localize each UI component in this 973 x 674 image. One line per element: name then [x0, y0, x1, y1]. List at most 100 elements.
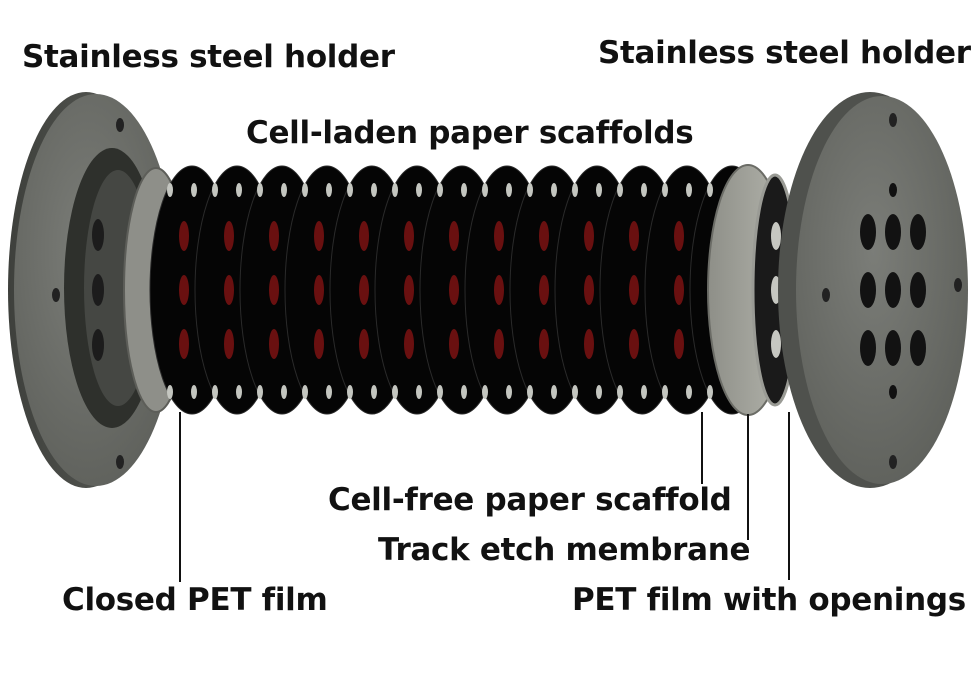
- scaffold-edge-hole: [641, 385, 647, 399]
- scaffold-stack: [149, 165, 775, 415]
- scaffold-edge-hole: [437, 385, 443, 399]
- right-port-hole: [860, 272, 876, 308]
- scaffold-edge-hole: [326, 183, 332, 197]
- cell-spot: [629, 329, 639, 359]
- scaffold-edge-hole: [416, 183, 422, 197]
- label-pet-openings: PET film with openings: [572, 582, 966, 618]
- cell-spot: [359, 221, 369, 251]
- cell-spot: [314, 221, 324, 251]
- scaffold-edge-hole: [326, 385, 332, 399]
- scaffold-edge-hole: [482, 385, 488, 399]
- scaffold-edge-hole: [281, 385, 287, 399]
- cell-spot: [404, 221, 414, 251]
- right-small-hole: [889, 385, 897, 399]
- right-small-hole: [889, 183, 897, 197]
- cell-spot: [584, 275, 594, 305]
- cell-spot: [539, 275, 549, 305]
- scaffold-edge-hole: [551, 385, 557, 399]
- scaffold-edge-hole: [191, 183, 197, 197]
- right-port-hole: [910, 272, 926, 308]
- cell-spot: [359, 329, 369, 359]
- right-bolt-hole: [889, 113, 897, 127]
- right-port-hole: [860, 330, 876, 366]
- left-port-hole: [92, 219, 104, 251]
- scaffold-edge-hole: [686, 183, 692, 197]
- right-port-hole: [885, 330, 901, 366]
- scaffold-edge-hole: [416, 385, 422, 399]
- pet-film-opening: [771, 222, 781, 250]
- cell-spot: [179, 329, 189, 359]
- scaffold-edge-hole: [707, 183, 713, 197]
- scaffold-edge-hole: [236, 183, 242, 197]
- scaffold-edge-hole: [347, 183, 353, 197]
- cell-spot: [539, 329, 549, 359]
- cell-spot: [404, 275, 414, 305]
- right-bolt-hole: [954, 278, 962, 292]
- cell-spot: [179, 221, 189, 251]
- scaffold-edge-hole: [212, 183, 218, 197]
- left-bolt-hole: [52, 288, 60, 302]
- cell-spot: [449, 275, 459, 305]
- cell-spot: [269, 275, 279, 305]
- cell-spot: [269, 221, 279, 251]
- scaffold-edge-hole: [596, 385, 602, 399]
- right-port-hole: [885, 214, 901, 250]
- cell-spot: [629, 221, 639, 251]
- label-cell-laden: Cell-laden paper scaffolds: [246, 115, 694, 151]
- scaffold-edge-hole: [302, 385, 308, 399]
- cell-spot: [224, 329, 234, 359]
- cell-spot: [494, 221, 504, 251]
- scaffold-edge-hole: [572, 183, 578, 197]
- scaffold-edge-hole: [617, 183, 623, 197]
- label-track-etch: Track etch membrane: [378, 532, 751, 568]
- left-port-hole: [92, 329, 104, 361]
- pet-film-opening: [771, 330, 781, 358]
- cell-spot: [494, 329, 504, 359]
- scaffold-edge-hole: [617, 385, 623, 399]
- scaffold-edge-hole: [551, 183, 557, 197]
- cell-spot: [404, 329, 414, 359]
- label-cell-free: Cell-free paper scaffold: [328, 482, 732, 518]
- right-port-hole: [910, 330, 926, 366]
- scaffold-edge-hole: [527, 183, 533, 197]
- scaffold-edge-hole: [371, 183, 377, 197]
- right-port-hole: [910, 214, 926, 250]
- right-steel-holder: [778, 92, 968, 488]
- label-closed-pet: Closed PET film: [62, 582, 328, 618]
- right-port-grid: [860, 214, 926, 366]
- scaffold-edge-hole: [437, 183, 443, 197]
- cell-spot: [179, 275, 189, 305]
- scaffold-edge-hole: [527, 385, 533, 399]
- scaffold-edge-hole: [236, 385, 242, 399]
- cell-spot: [674, 329, 684, 359]
- scaffold-edge-hole: [662, 183, 668, 197]
- scaffold-edge-hole: [392, 183, 398, 197]
- cell-spot: [674, 275, 684, 305]
- scaffold-edge-hole: [482, 183, 488, 197]
- cell-spot: [584, 329, 594, 359]
- scaffold-edge-hole: [506, 385, 512, 399]
- label-holder-left: Stainless steel holder: [22, 39, 395, 75]
- cell-spot: [314, 275, 324, 305]
- scaffold-edge-hole: [167, 385, 173, 399]
- scaffold-edge-hole: [686, 385, 692, 399]
- cell-spot: [674, 221, 684, 251]
- cell-spot: [314, 329, 324, 359]
- cell-spot: [269, 329, 279, 359]
- scaffold-edge-hole: [392, 385, 398, 399]
- scaffold-edge-hole: [281, 183, 287, 197]
- left-bolt-hole: [116, 118, 124, 132]
- cell-spot: [224, 221, 234, 251]
- cell-spot: [359, 275, 369, 305]
- scaffold-edge-hole: [302, 183, 308, 197]
- cell-spot: [629, 275, 639, 305]
- left-bolt-hole: [116, 455, 124, 469]
- cell-spot: [584, 221, 594, 251]
- scaffold-edge-hole: [641, 183, 647, 197]
- scaffold-edge-hole: [461, 385, 467, 399]
- right-holder-face: [796, 96, 968, 484]
- cell-spot: [449, 329, 459, 359]
- cell-spot: [539, 221, 549, 251]
- scaffold-edge-hole: [662, 385, 668, 399]
